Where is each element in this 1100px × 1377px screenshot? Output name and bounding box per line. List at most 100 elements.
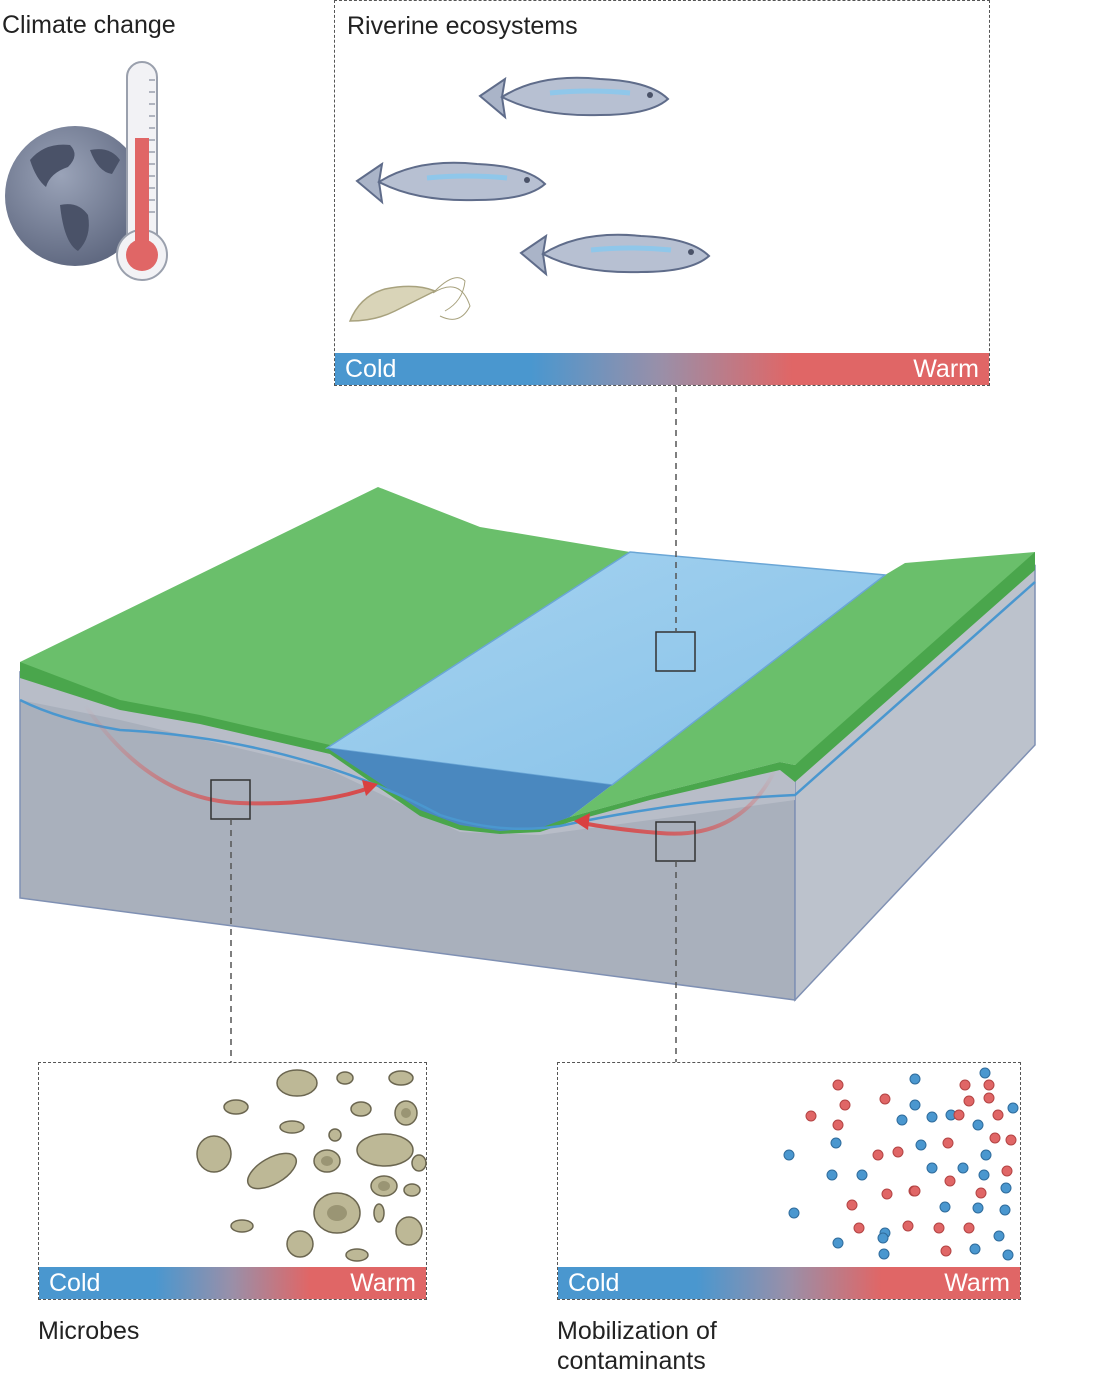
microbe-icon <box>246 1152 298 1190</box>
particle-icon <box>892 1146 904 1158</box>
microbe-icon <box>345 1248 369 1262</box>
cold-label: Cold <box>49 1268 101 1297</box>
particle-icon <box>832 1237 844 1249</box>
microbe-icon <box>279 1120 305 1134</box>
microbe-icon <box>395 1216 423 1246</box>
particle-icon <box>999 1204 1011 1216</box>
fish-icon <box>519 233 711 277</box>
particle-icon <box>1007 1102 1019 1114</box>
mobilization-label-line2: contaminants <box>557 1347 706 1375</box>
particle-icon <box>909 1185 921 1197</box>
particle-icon <box>832 1119 844 1131</box>
microbe-icon <box>223 1099 249 1115</box>
warm-label: Warm <box>944 1268 1010 1297</box>
shrimp-icon <box>348 277 471 322</box>
particle-icon <box>926 1111 938 1123</box>
particle-icon <box>896 1114 908 1126</box>
particle-icon <box>957 1162 969 1174</box>
temperature-gradient-bar: Cold Warm <box>335 353 989 385</box>
globe-icon <box>5 126 145 266</box>
riverine-label: Riverine ecosystems <box>347 12 578 40</box>
microbe-icon <box>328 1128 342 1142</box>
particle-icon <box>992 1109 1004 1121</box>
particle-icon <box>963 1095 975 1107</box>
fish-icon <box>478 76 670 120</box>
particle-icon <box>909 1099 921 1111</box>
particle-icon <box>788 1207 800 1219</box>
particle-icon <box>926 1162 938 1174</box>
particle-icon <box>963 1222 975 1234</box>
climate-change-label: Climate change <box>2 11 176 39</box>
temperature-gradient-bar: Cold Warm <box>558 1267 1020 1299</box>
microbe-icon <box>350 1101 372 1117</box>
particle-icon <box>839 1099 851 1111</box>
particle-icon <box>944 1175 956 1187</box>
microbe-icon <box>411 1154 427 1172</box>
particle-icon <box>878 1248 890 1260</box>
particle-icon <box>975 1187 987 1199</box>
microbe-icon <box>373 1203 385 1223</box>
particle-icon <box>978 1169 990 1181</box>
microbe-icon <box>403 1183 421 1197</box>
particle-icon <box>942 1137 954 1149</box>
particle-icon <box>826 1169 838 1181</box>
riverine-illustration <box>348 76 711 322</box>
particle-icon <box>933 1222 945 1234</box>
microbe-icon <box>230 1219 254 1233</box>
particle-icon <box>979 1067 991 1079</box>
particle-icon <box>832 1079 844 1091</box>
particle-icon <box>983 1079 995 1091</box>
particle-icon <box>993 1230 1005 1242</box>
riverine-panel: Riverine ecosystems Co <box>334 0 990 386</box>
particle-icon <box>805 1110 817 1122</box>
particle-icon <box>856 1169 868 1181</box>
microbe-icon <box>388 1070 414 1086</box>
microbes-label: Microbes <box>38 1317 140 1345</box>
particle-icon <box>1000 1182 1012 1194</box>
particle-icon <box>909 1073 921 1085</box>
microbe-icon <box>286 1230 314 1258</box>
particle-icon <box>1001 1165 1013 1177</box>
particle-icon <box>881 1188 893 1200</box>
particle-icon <box>1005 1134 1017 1146</box>
particle-icon <box>846 1199 858 1211</box>
particle-icon <box>872 1149 884 1161</box>
microbe-icon <box>276 1069 318 1097</box>
thermometer-icon <box>116 61 168 281</box>
particle-icon <box>980 1149 992 1161</box>
particle-icon <box>1002 1249 1014 1261</box>
cold-label: Cold <box>345 354 397 383</box>
particle-icon <box>915 1139 927 1151</box>
particle-icon <box>939 1201 951 1213</box>
warm-label: Warm <box>350 1268 416 1297</box>
particle-icon <box>879 1093 891 1105</box>
particle-icon <box>972 1202 984 1214</box>
microbe-icon <box>196 1135 232 1173</box>
particle-icon <box>877 1232 889 1244</box>
leader-lines <box>230 386 677 1062</box>
microbe-icon <box>336 1071 354 1085</box>
warm-label: Warm <box>913 354 979 383</box>
particle-icon <box>783 1149 795 1161</box>
particle-icon <box>989 1132 1001 1144</box>
microbes-panel: Cold Warm <box>38 1062 427 1300</box>
particle-icon <box>830 1137 842 1149</box>
temperature-gradient-bar: Cold Warm <box>39 1267 426 1299</box>
particle-icon <box>953 1109 965 1121</box>
microbe-icon <box>356 1133 414 1167</box>
microbes-illustration <box>196 1069 427 1262</box>
fish-icon <box>355 161 547 205</box>
particle-icon <box>940 1245 952 1257</box>
cold-label: Cold <box>568 1268 620 1297</box>
contaminants-illustration <box>783 1067 1019 1261</box>
particle-icon <box>959 1079 971 1091</box>
particle-icon <box>853 1222 865 1234</box>
particle-icon <box>902 1220 914 1232</box>
particle-icon <box>969 1243 981 1255</box>
particle-icon <box>983 1092 995 1104</box>
contaminants-panel: Cold Warm <box>557 1062 1021 1300</box>
particle-icon <box>972 1119 984 1131</box>
landscape-block <box>19 487 1036 1002</box>
mobilization-label-line1: Mobilization of <box>557 1317 717 1345</box>
